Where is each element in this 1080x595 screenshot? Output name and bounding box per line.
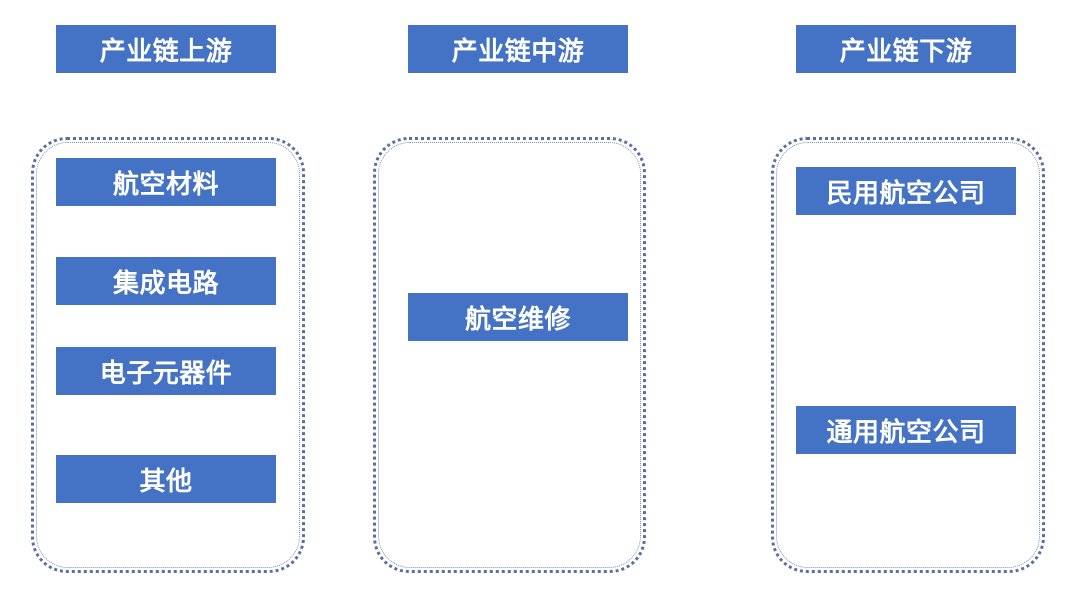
upstream-item-integrated-circuits: 集成电路 xyxy=(56,257,276,305)
downstream-item-civil-airlines: 民用航空公司 xyxy=(796,167,1016,215)
group-downstream xyxy=(771,137,1045,573)
header-upstream: 产业链上游 xyxy=(56,25,276,73)
upstream-item-others: 其他 xyxy=(56,455,276,503)
downstream-item-general-aviation: 通用航空公司 xyxy=(796,406,1016,454)
group-upstream xyxy=(31,137,305,573)
upstream-item-aviation-materials: 航空材料 xyxy=(56,158,276,206)
upstream-item-electronic-components: 电子元器件 xyxy=(56,347,276,395)
header-midstream: 产业链中游 xyxy=(408,25,628,73)
header-downstream: 产业链下游 xyxy=(796,25,1016,73)
group-midstream xyxy=(373,137,646,573)
midstream-item-aviation-maintenance: 航空维修 xyxy=(408,293,628,341)
